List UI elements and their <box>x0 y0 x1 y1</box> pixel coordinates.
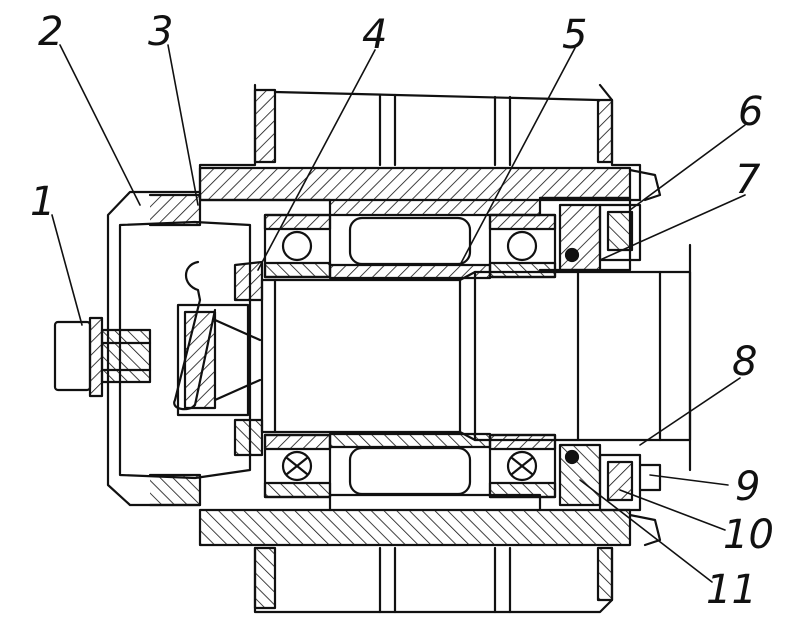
right-bearing-bottom <box>488 433 557 499</box>
callout-9: 9 <box>735 464 760 510</box>
callout-4: 4 <box>362 12 387 58</box>
callout-labels: 1 2 3 4 5 6 7 8 9 10 11 <box>30 9 774 613</box>
left-bearing-top <box>263 213 332 279</box>
callout-6: 6 <box>738 89 763 135</box>
bearing-housing-bottom <box>198 493 632 547</box>
callout-2: 2 <box>38 9 63 55</box>
end-bolt <box>53 316 152 398</box>
callout-3: 3 <box>148 9 173 55</box>
callout-11: 11 <box>706 567 757 613</box>
end-cap <box>106 190 252 507</box>
callout-5: 5 <box>562 12 587 58</box>
cotter-pin <box>173 260 217 411</box>
tube-bottom <box>253 546 614 614</box>
tube-top <box>198 83 642 202</box>
right-bearing-top <box>488 213 557 279</box>
callout-1: 1 <box>30 179 55 225</box>
left-bearing-bottom <box>263 433 332 499</box>
callout-10: 10 <box>723 512 774 558</box>
callout-8: 8 <box>732 339 757 385</box>
callout-7: 7 <box>735 157 761 203</box>
castle-nut <box>176 303 262 417</box>
seal-assembly-top <box>558 168 662 272</box>
spacer-sleeve <box>328 216 492 496</box>
leader-lines <box>51 44 746 583</box>
